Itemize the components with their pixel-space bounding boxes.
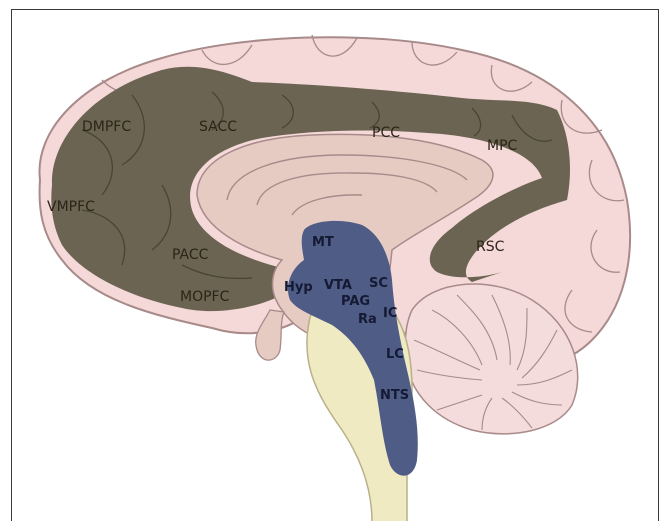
- label-mopfc: MOPFC: [180, 289, 230, 305]
- label-mpc: MPC: [487, 138, 518, 154]
- label-hyp: Hyp: [284, 280, 313, 295]
- label-vta: VTA: [324, 278, 352, 293]
- figure-frame: DMPFC SACC PCC MPC VMPFC PACC MOPFC RSC …: [11, 9, 659, 521]
- label-sc: SC: [369, 276, 388, 291]
- label-nts: NTS: [380, 388, 409, 403]
- label-vmpfc: VMPFC: [47, 199, 95, 215]
- label-pcc: PCC: [372, 125, 400, 141]
- label-lc: LC: [386, 347, 404, 362]
- brain-sagittal-diagram: DMPFC SACC PCC MPC VMPFC PACC MOPFC RSC …: [12, 10, 659, 521]
- label-ic: IC: [383, 306, 397, 321]
- label-rsc: RSC: [476, 239, 505, 255]
- label-pag: PAG: [341, 294, 370, 309]
- label-ra: Ra: [358, 312, 377, 327]
- label-sacc: SACC: [199, 119, 237, 135]
- label-mt: MT: [312, 235, 334, 250]
- label-dmpfc: DMPFC: [82, 119, 131, 135]
- label-pacc: PACC: [172, 247, 209, 263]
